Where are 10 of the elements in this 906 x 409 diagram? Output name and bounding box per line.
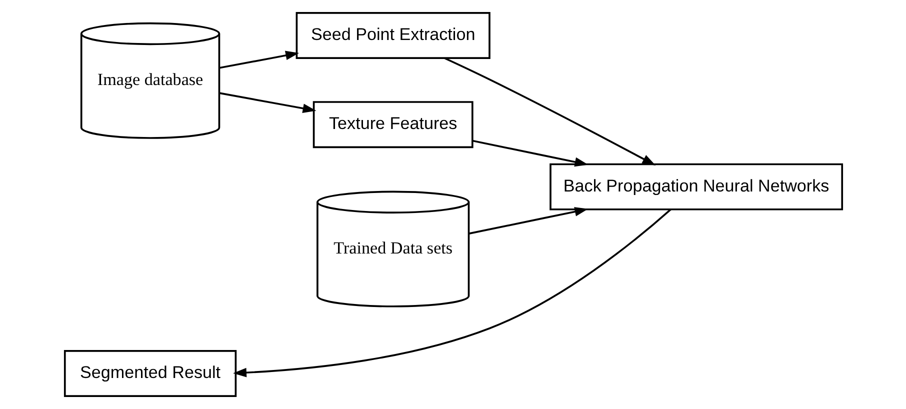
arrow: [472, 140, 588, 167]
node-box: Segmented Result: [63, 350, 236, 397]
arrow: [444, 57, 656, 166]
node-box: Seed Point Extraction: [295, 12, 490, 59]
arrow: [232, 208, 671, 378]
arrow: [218, 50, 299, 69]
arrow: [468, 207, 588, 234]
arrow: [218, 92, 316, 113]
node-box: Back Propagation Neural Networks: [549, 163, 843, 210]
node-box: Texture Features: [312, 101, 473, 148]
